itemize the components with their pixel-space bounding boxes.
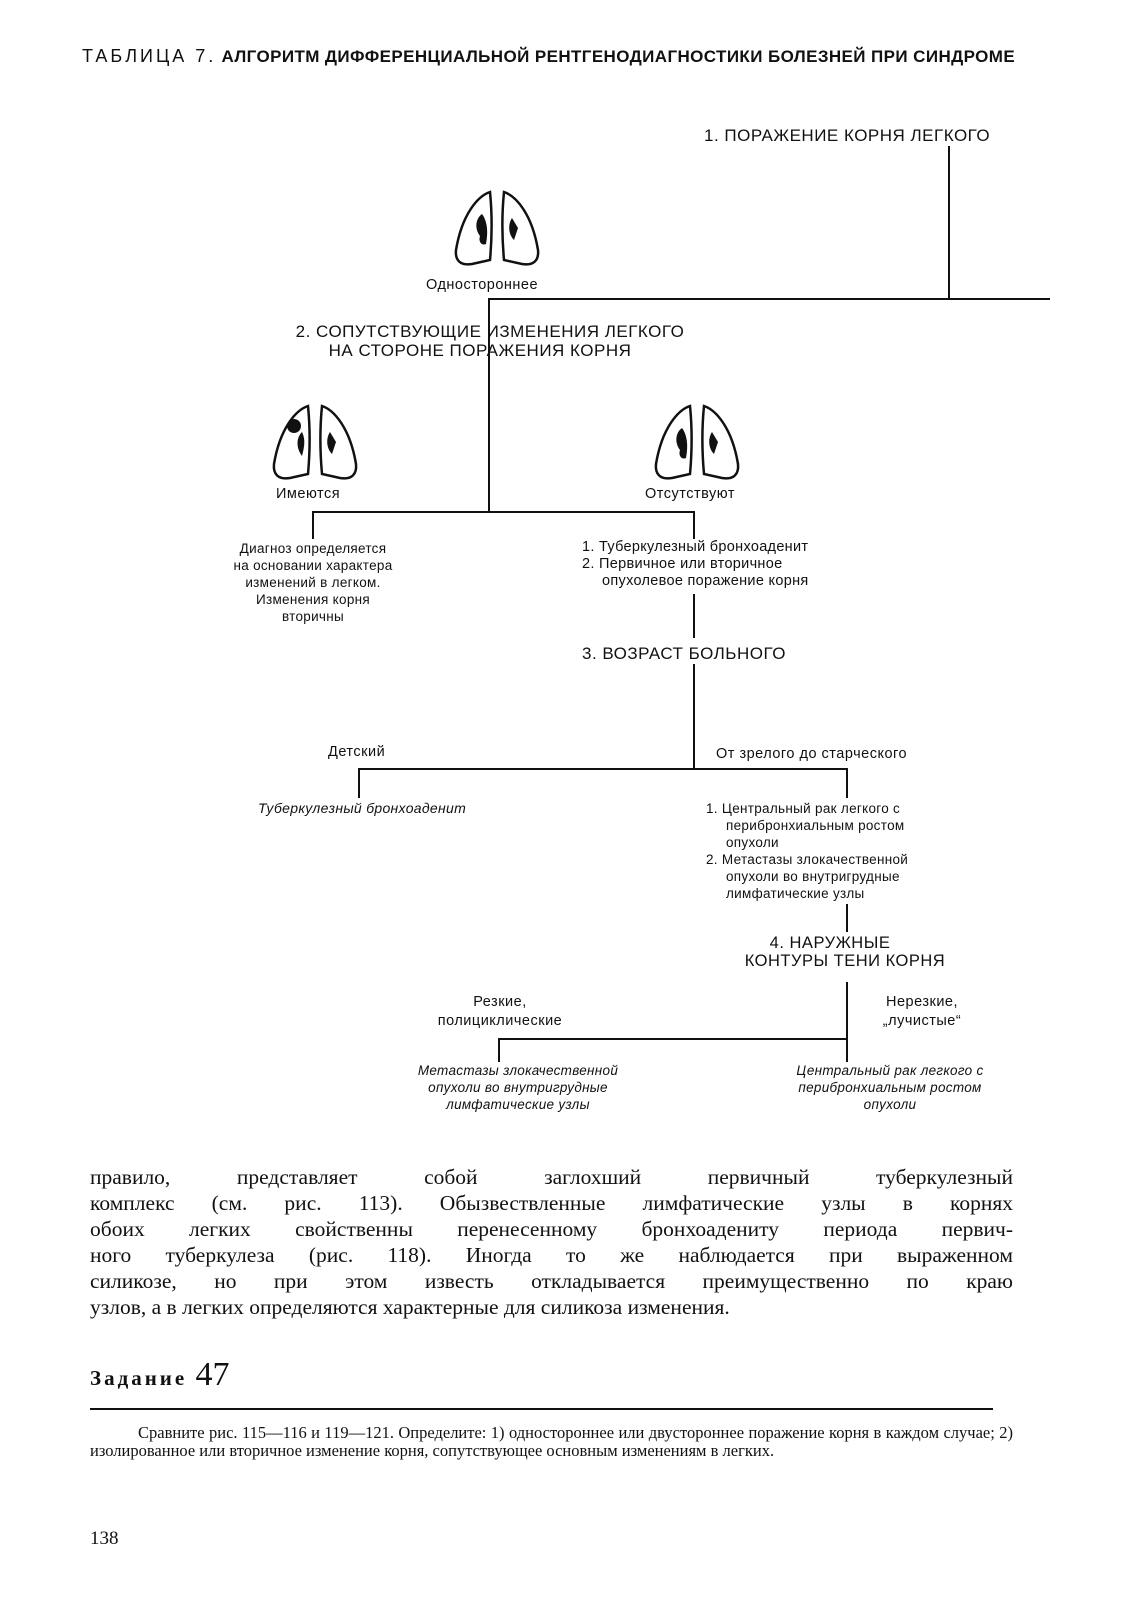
connector (312, 511, 695, 513)
step4-line1: 4. НАРУЖНЫЕ (769, 934, 891, 952)
body-line: правило, представляет собой заглохший пе… (90, 1165, 1013, 1189)
sharp-label: Резкие, полициклические (410, 993, 590, 1031)
unsharp-label: Нерезкие, „лучистые“ (862, 993, 982, 1031)
step2-heading: 2. СОПУТСТВУЮЩИЕ ИЗМЕНЕНИЯ ЛЕГКОГО НА СТ… (260, 322, 720, 360)
lung-without-changes-icon (654, 404, 740, 480)
step2-line2: НА СТОРОНЕ ПОРАЖЕНИЯ КОРНЯ (328, 341, 632, 360)
table-title-rest: АЛГОРИТМ ДИФФЕРЕНЦИАЛЬНОЙ РЕНТГЕНОДИАГНО… (221, 47, 1016, 66)
task-text: Сравните рис. 115—116 и 119—121. Определ… (90, 1423, 1013, 1460)
step2-line1: 2. СОПУТСТВУЮЩИЕ ИЗМЕНЕНИЯ ЛЕГКОГО (295, 322, 685, 341)
page-number: 138 (90, 1528, 119, 1549)
absent-result: 1. Туберкулезный бронхоаденит 2. Первичн… (582, 539, 882, 590)
absent-result-line: 2. Первичное или вторичное (582, 556, 783, 572)
connector (846, 982, 848, 1040)
body-paragraph: правило, представляет собой заглохший пе… (90, 1164, 1013, 1320)
connector (488, 298, 490, 512)
adult-result-line: 1. Центральный рак легкого с (706, 801, 901, 816)
present-result-line: Диагноз определяется (239, 541, 387, 556)
body-line: узлов, а в легких определяются характерн… (90, 1295, 730, 1319)
absent-result-line: опухолевое поражение корня (602, 573, 809, 589)
unilateral-label: Одностороннее (426, 277, 539, 293)
body-line: комплекс (см. рис. 113). Обызвествленные… (90, 1191, 1013, 1215)
adult-result-line: 2. Метастазы злокачественной (706, 852, 909, 867)
body-line: силикозе, но при этом известь откладывае… (90, 1269, 1013, 1293)
table-title-lead: ТАБЛИЦА 7. (82, 46, 217, 66)
unsharp-result-line: Центральный рак легкого с (796, 1063, 984, 1078)
present-result-line: Изменения корня (255, 592, 371, 607)
connector (846, 1038, 848, 1062)
step4-heading: 4. НАРУЖНЫЕ КОНТУРЫ ТЕНИ КОРНЯ (700, 934, 990, 970)
lung-unilateral-icon (454, 190, 540, 266)
unsharp-result: Центральный рак легкого с перибронхиальн… (770, 1062, 1010, 1113)
adult-label: От зрелого до старческого (716, 746, 908, 762)
present-result-line: вторичны (281, 609, 345, 624)
unsharp-result-line: перибронхиальным ростом (798, 1080, 982, 1095)
present-label: Имеются (276, 486, 341, 502)
connector (693, 664, 695, 770)
present-result: Диагноз определяется на основании характ… (188, 540, 438, 625)
connector (498, 1038, 500, 1062)
task-heading: Задание 47 (90, 1356, 229, 1394)
task-number: 47 (195, 1356, 230, 1393)
body-line: ного туберкулеза (рис. 118). Иногда то ж… (90, 1243, 1013, 1267)
adult-result-line: опухоли во внутригрудные (726, 869, 900, 884)
connector (693, 594, 695, 638)
step1-heading: 1. ПОРАЖЕНИЕ КОРНЯ ЛЕГКОГО (704, 126, 991, 145)
divider (90, 1408, 993, 1410)
adult-result: 1. Центральный рак легкого с перибронхиа… (706, 800, 986, 902)
sharp-result-line: опухоли во внутригрудные (428, 1080, 608, 1095)
connector (498, 1038, 848, 1040)
sharp-result-line: Метастазы злокачественной (417, 1063, 619, 1078)
present-result-line: на основании характера (233, 558, 393, 573)
lung-with-changes-icon (272, 404, 358, 480)
unsharp-line2: „лучистые“ (882, 1013, 962, 1029)
absent-label: Отсутствуют (645, 486, 735, 502)
child-result: Туберкулезный бронхоаденит (258, 800, 467, 816)
connector (358, 768, 848, 770)
unsharp-line1: Нерезкие, (885, 994, 959, 1010)
sharp-line2: полициклические (437, 1013, 563, 1029)
adult-result-line: лимфатические узлы (726, 886, 865, 901)
table-title: ТАБЛИЦА 7. АЛГОРИТМ ДИФФЕРЕНЦИАЛЬНОЙ РЕН… (82, 46, 1015, 67)
connector (312, 511, 314, 539)
sharp-result-line: лимфатические узлы (446, 1097, 590, 1112)
adult-result-line: перибронхиальным ростом (726, 818, 905, 833)
sharp-result: Метастазы злокачественной опухоли во вну… (388, 1062, 648, 1113)
step4-line2: КОНТУРЫ ТЕНИ КОРНЯ (744, 952, 946, 970)
sharp-line1: Резкие, (473, 994, 527, 1010)
child-label: Детский (328, 744, 386, 760)
unsharp-result-line: опухоли (863, 1097, 917, 1112)
adult-result-line: опухоли (726, 835, 779, 850)
connector (846, 904, 848, 932)
task-word: Задание (90, 1366, 188, 1390)
connector (948, 146, 950, 300)
connector (846, 768, 848, 798)
connector (358, 768, 360, 798)
present-result-line: изменений в легком. (245, 575, 381, 590)
absent-result-line: 1. Туберкулезный бронхоаденит (582, 539, 809, 555)
connector (693, 511, 695, 539)
step3-heading: 3. ВОЗРАСТ БОЛЬНОГО (582, 644, 786, 663)
body-line: обоих легких свойственны перенесенному б… (90, 1217, 1013, 1241)
connector (488, 298, 1050, 300)
